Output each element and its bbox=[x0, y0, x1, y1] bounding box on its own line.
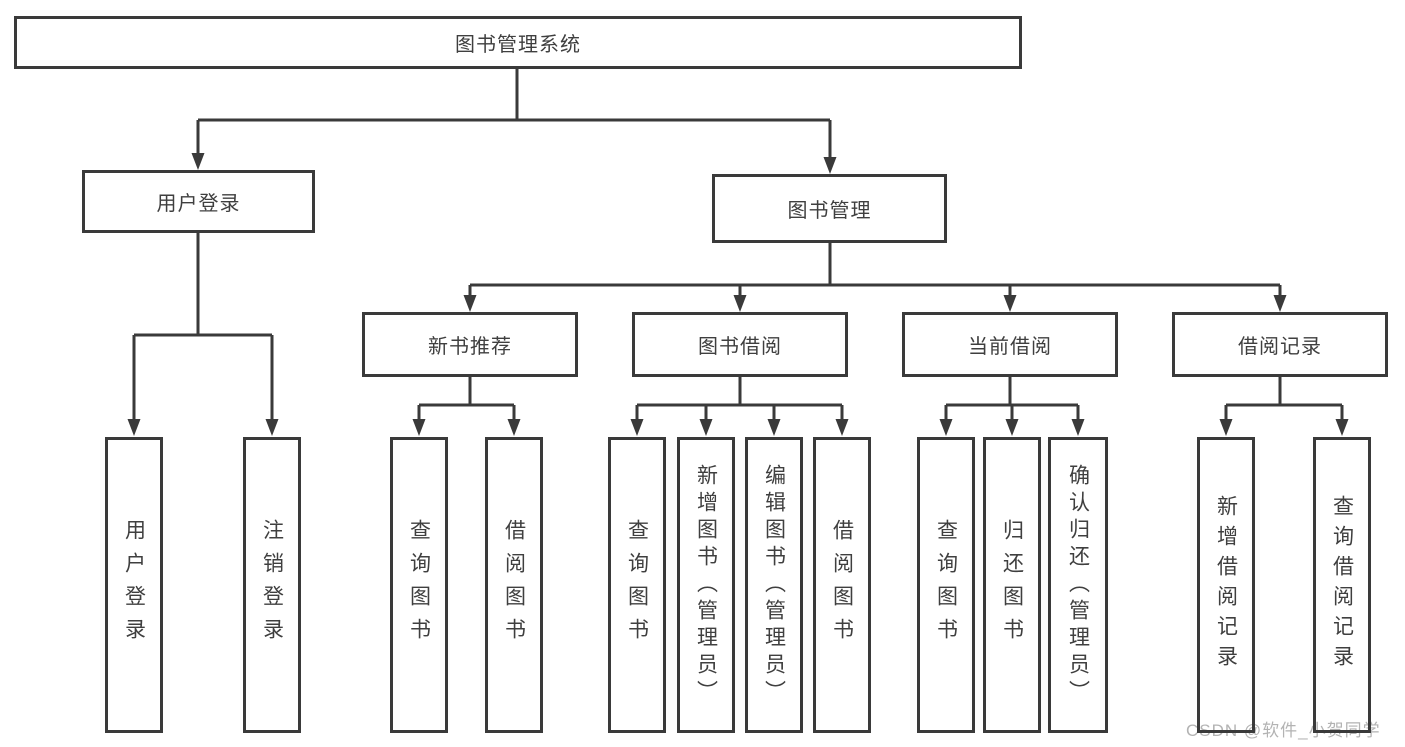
node-new-book-recommendation: 新书推荐 bbox=[362, 312, 578, 377]
leaf-query-books-1: 查询图书 bbox=[390, 437, 448, 733]
node-current-borrowing: 当前借阅 bbox=[902, 312, 1118, 377]
leaf-label: 借阅图书 bbox=[502, 519, 526, 651]
node-book-management: 图书管理 bbox=[712, 174, 947, 243]
leaf-edit-book-admin: 编辑图书（管理员） bbox=[745, 437, 803, 733]
leaf-label: 查询借阅记录 bbox=[1330, 495, 1354, 675]
leaf-label: 新增借阅记录 bbox=[1214, 495, 1238, 675]
node-label: 用户登录 bbox=[156, 193, 241, 215]
csdn-watermark: CSDN @软件_小贺同学 bbox=[1186, 721, 1381, 740]
leaf-confirm-return-admin: 确认归还（管理员） bbox=[1048, 437, 1108, 733]
leaf-label: 查询图书 bbox=[934, 519, 958, 651]
leaf-label: 查询图书 bbox=[625, 519, 649, 651]
leaf-return-books: 归还图书 bbox=[983, 437, 1041, 733]
leaf-borrow-books-1: 借阅图书 bbox=[485, 437, 543, 733]
leaf-logout: 注销登录 bbox=[243, 437, 301, 733]
node-library-management-system: 图书管理系统 bbox=[14, 16, 1022, 69]
leaf-label: 确认归还（管理员） bbox=[1066, 463, 1090, 707]
leaf-user-login: 用户登录 bbox=[105, 437, 163, 733]
node-book-borrowing: 图书借阅 bbox=[632, 312, 848, 377]
leaf-label: 编辑图书（管理员） bbox=[762, 463, 786, 707]
leaf-query-books-2: 查询图书 bbox=[608, 437, 666, 733]
leaf-label: 用户登录 bbox=[122, 519, 146, 651]
node-borrowing-records: 借阅记录 bbox=[1172, 312, 1388, 377]
leaf-query-books-3: 查询图书 bbox=[917, 437, 975, 733]
leaf-add-book-admin: 新增图书（管理员） bbox=[677, 437, 735, 733]
node-label: 借阅记录 bbox=[1238, 336, 1322, 358]
node-label: 当前借阅 bbox=[968, 336, 1052, 358]
node-label: 图书管理 bbox=[787, 200, 872, 222]
leaf-label: 新增图书（管理员） bbox=[694, 463, 718, 707]
node-user-login: 用户登录 bbox=[82, 170, 315, 233]
node-label: 图书借阅 bbox=[698, 336, 782, 358]
leaf-label: 借阅图书 bbox=[830, 519, 854, 651]
leaf-label: 注销登录 bbox=[260, 519, 284, 651]
node-label: 新书推荐 bbox=[428, 336, 512, 358]
connector-path bbox=[132, 69, 1344, 422]
leaf-add-borrow-record: 新增借阅记录 bbox=[1197, 437, 1255, 733]
leaf-label: 查询图书 bbox=[407, 519, 431, 651]
leaf-query-borrow-record: 查询借阅记录 bbox=[1313, 437, 1371, 733]
node-label: 图书管理系统 bbox=[455, 34, 581, 56]
leaf-borrow-books-2: 借阅图书 bbox=[813, 437, 871, 733]
leaf-label: 归还图书 bbox=[1000, 519, 1024, 651]
